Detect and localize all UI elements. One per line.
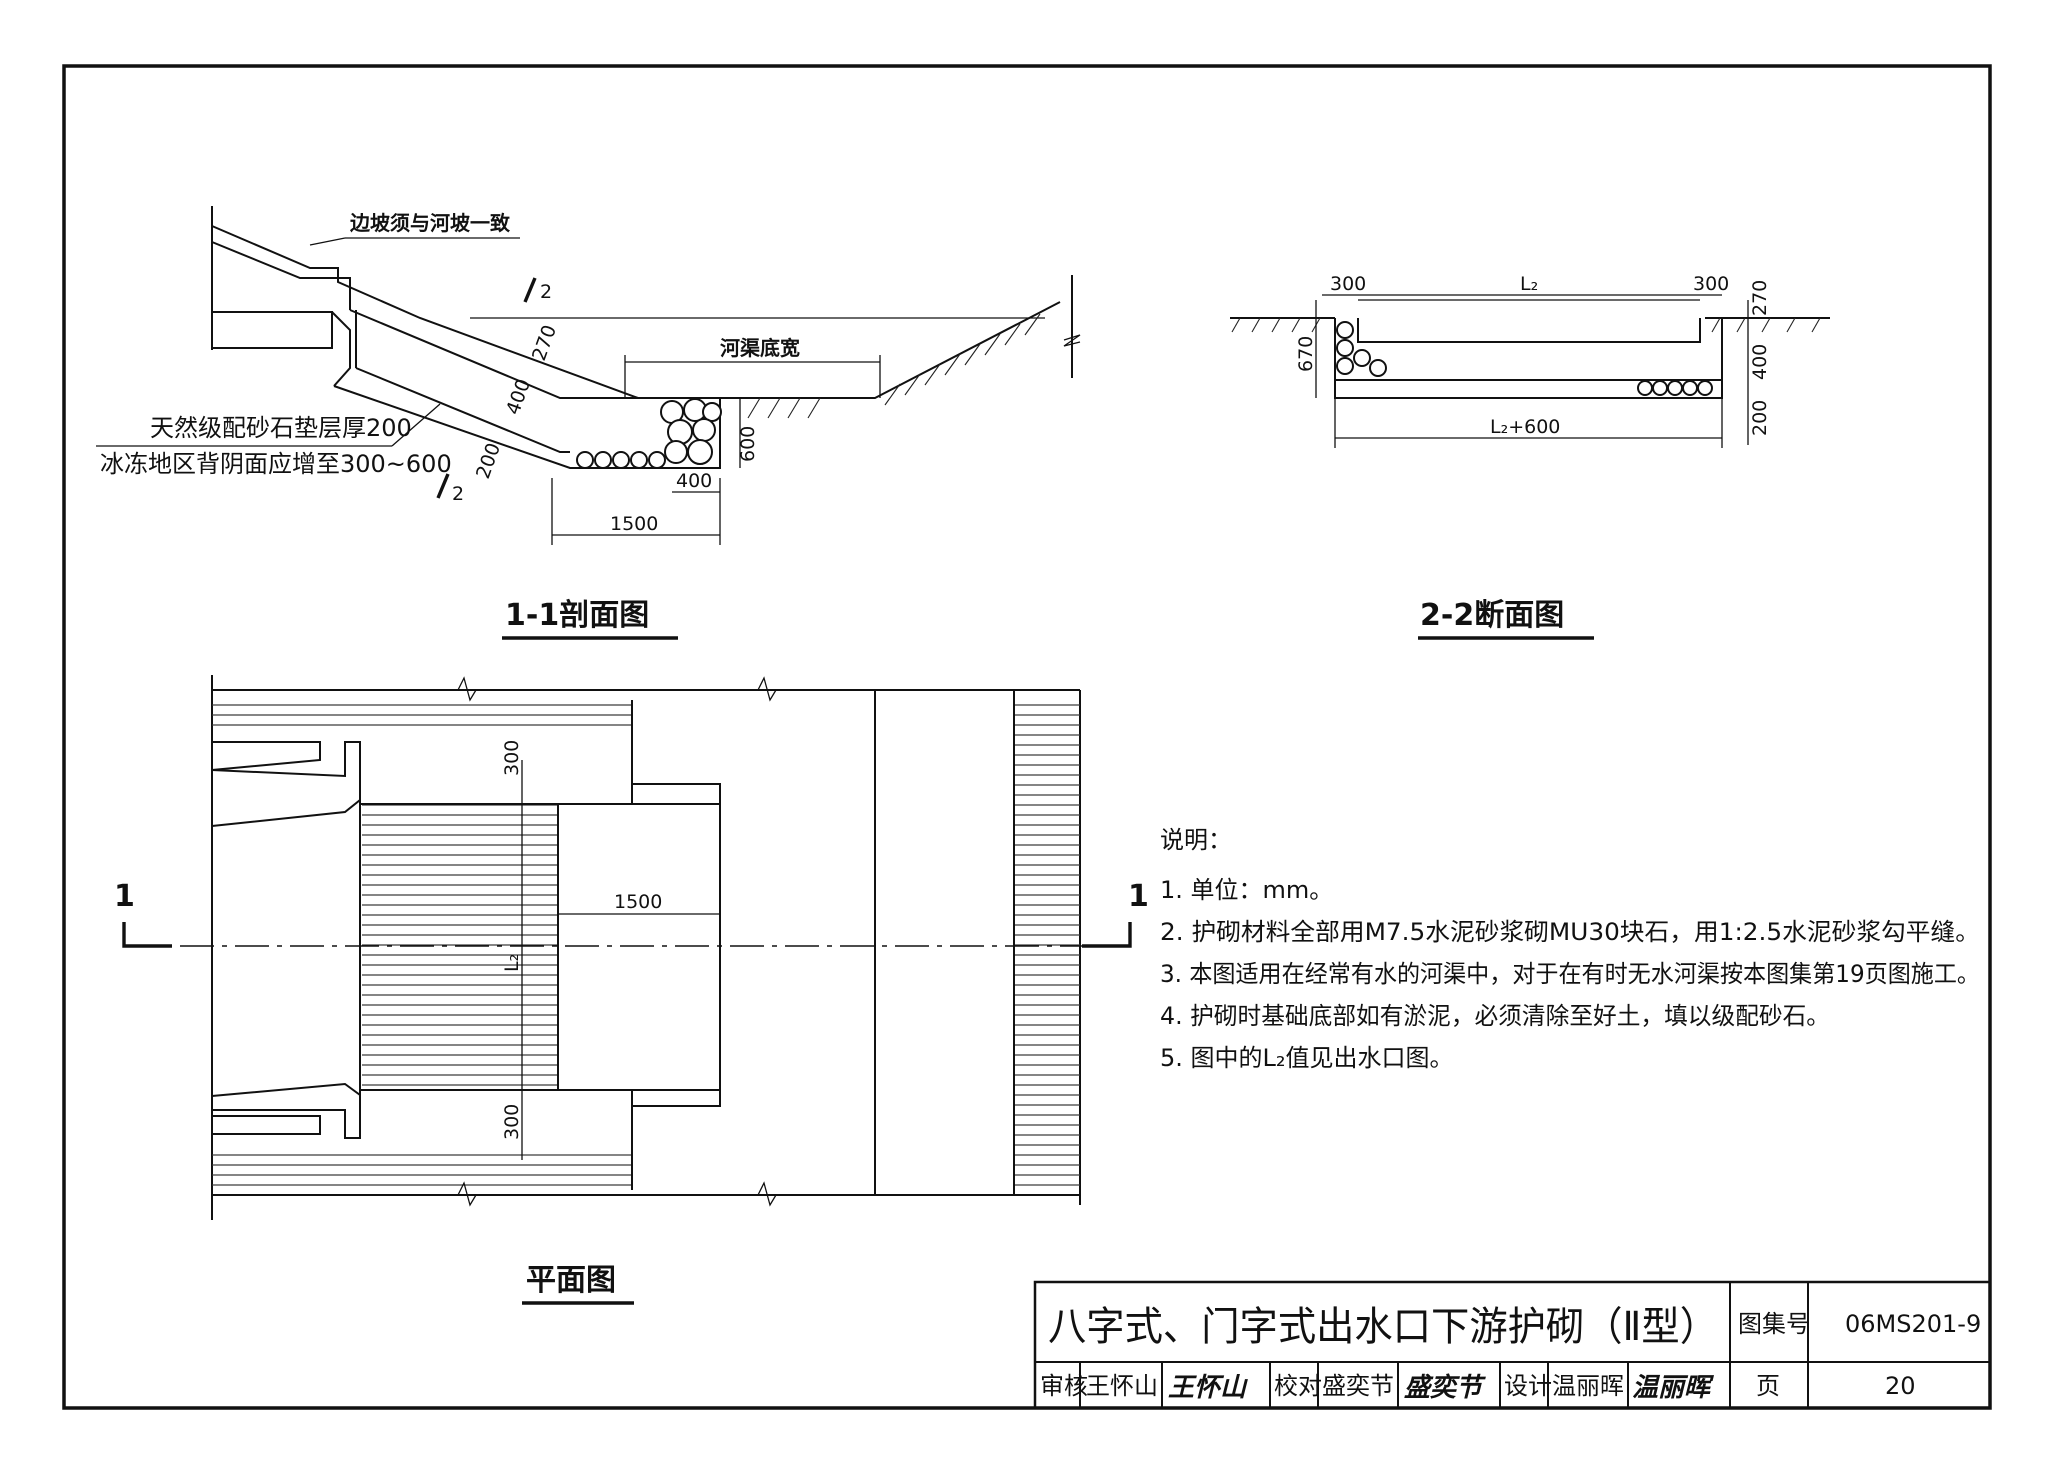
dim-300b-plan: 300 [501, 1104, 523, 1140]
dim-l2-600-2-2: L₂+600 [1490, 416, 1560, 438]
design-label: 设计 [1504, 1372, 1552, 1400]
page-label: 页 [1756, 1372, 1780, 1400]
cushion-note-2: 冰冻地区背阴面应增至300~600 [100, 450, 452, 478]
atlas-number: 06MS201-9 [1845, 1310, 1981, 1338]
atlas-label: 图集号 [1738, 1310, 1810, 1338]
section-2-2-title: 2-2断面图 [1420, 598, 1564, 633]
notes: 说明： 1. 单位：mm。 2. 护砌材料全部用M7.5水泥砂浆砌MU30块石，… [1160, 826, 1980, 1072]
review-signature: 王怀山 [1168, 1373, 1248, 1403]
check-signature: 盛奕节 [1404, 1373, 1486, 1403]
dim-1500-1-1: 1500 [610, 513, 658, 535]
dim-400-1-1: 400 [502, 376, 535, 418]
dim-l2-plan: L₂ [501, 954, 523, 972]
dim-600-1-1: 600 [737, 426, 759, 462]
review-label: 审核 [1040, 1372, 1088, 1400]
plan-cut-right: 1 [1128, 879, 1149, 914]
dim-300b-2-2: 300 [1693, 273, 1729, 295]
cut-2-bottom: 2 [452, 483, 464, 505]
plan-cut-left: 1 [114, 879, 135, 914]
dim-300a-plan: 300 [501, 740, 523, 776]
check-label: 校对 [1274, 1372, 1322, 1400]
design-name: 温丽晖 [1552, 1372, 1624, 1400]
note-4: 4. 护砌时基础底部如有淤泥，必须清除至好土，填以级配砂石。 [1160, 1002, 1830, 1030]
drawing-title: 八字式、门字式出水口下游护砌（Ⅱ型） [1048, 1304, 1718, 1350]
sheet-border [62, 64, 1992, 1410]
notes-heading: 说明： [1160, 826, 1232, 854]
note-2: 2. 护砌材料全部用M7.5水泥砂浆砌MU30块石，用1:2.5水泥砂浆勾平缝。 [1160, 918, 1980, 946]
dim-670-2-2: 670 [1295, 336, 1317, 372]
dim-1500-plan: 1500 [614, 891, 662, 913]
cushion-note-1: 天然级配砂石垫层厚200 [150, 414, 412, 442]
plan-title: 平面图 [526, 1263, 616, 1298]
note-1: 1. 单位：mm。 [1160, 876, 1333, 904]
dim-200-2-2: 200 [1749, 400, 1771, 436]
dim-400b-1-1: 400 [676, 470, 712, 492]
dim-300a-2-2: 300 [1330, 273, 1366, 295]
check-name: 盛奕节 [1322, 1372, 1394, 1400]
title-block: 八字式、门字式出水口下游护砌（Ⅱ型） 图集号 06MS201-9 审核 王怀山 … [1033, 1280, 1992, 1410]
dim-270-2-2: 270 [1749, 280, 1771, 316]
dim-400-2-2: 400 [1749, 344, 1771, 380]
dim-l2-2-2: L₂ [1520, 273, 1538, 295]
note-3: 3. 本图适用在经常有水的河渠中，对于在有时无水河渠按本图集第19页图施工。 [1160, 960, 1980, 988]
cut-2-top: 2 [540, 281, 552, 303]
note-5: 5. 图中的L₂值见出水口图。 [1160, 1044, 1454, 1072]
slope-note: 边坡须与河坡一致 [349, 211, 511, 235]
design-signature: 温丽晖 [1632, 1373, 1715, 1403]
section-1-1-title: 1-1剖面图 [505, 598, 649, 633]
review-name: 王怀山 [1086, 1372, 1158, 1400]
channel-bottom-label: 河渠底宽 [720, 336, 800, 360]
dim-270-1-1: 270 [528, 322, 561, 364]
page-number: 20 [1885, 1372, 1916, 1400]
dim-200-1-1: 200 [472, 440, 505, 482]
plan-view: 1 1 300 L₂ 300 1500 平面图 [114, 675, 1149, 1305]
section-2-2: 300 L₂ 300 670 270 400 200 L₂+600 2-2断面图 [1230, 273, 1830, 640]
section-1-1: 河渠底宽 600 400 1500 270 400 200 [96, 206, 1081, 640]
